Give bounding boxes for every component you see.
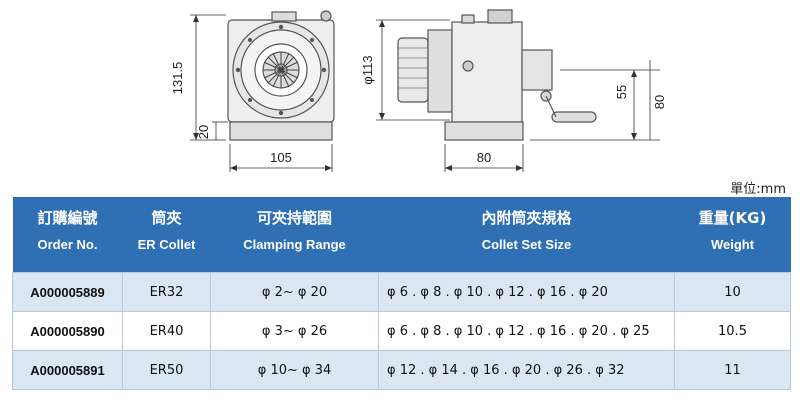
header-range-en: Clamping Range: [210, 237, 379, 273]
table-row: A000005891 ER50 φ 10~ φ 34 φ 12 . φ 14 .…: [12, 350, 791, 390]
set-cell: φ 12 . φ 14 . φ 16 . φ 20 . φ 26 . φ 32: [378, 350, 675, 390]
header-order-en: Order No.: [12, 237, 123, 273]
table-row: A000005890 ER40 φ 3~ φ 26 φ 6 . φ 8 . φ …: [12, 311, 791, 351]
set-cell: φ 6 . φ 8 . φ 10 . φ 12 . φ 16 . φ 20 . …: [378, 311, 675, 351]
range-cell: φ 10~ φ 34: [210, 350, 379, 390]
order-no-cell: A000005891: [12, 350, 123, 390]
technical-drawing: 131.5 20 105: [170, 9, 667, 172]
dim-center-side: 55: [614, 85, 629, 99]
header-row-zh: 訂購編號 筒夾 可夾持範圍 內附筒夾規格 重量(KG): [12, 197, 791, 237]
header-collet-en: ER Collet: [122, 237, 211, 273]
header-row-en: Order No. ER Collet Clamping Range Colle…: [12, 237, 791, 273]
header-set-zh: 內附筒夾規格: [378, 197, 675, 237]
front-view: [227, 10, 335, 141]
dim-width-front: 105: [270, 150, 292, 165]
header-range-zh: 可夾持範圍: [210, 197, 379, 237]
weight-cell: 10.5: [674, 311, 791, 351]
unit-label: 單位:mm: [730, 182, 786, 197]
collet-cell: ER32: [122, 272, 211, 312]
weight-cell: 10: [674, 272, 791, 312]
dim-height-side: 80: [652, 95, 667, 109]
dim-base-front: 20: [196, 125, 211, 139]
range-cell: φ 2~ φ 20: [210, 272, 379, 312]
header-set-en: Collet Set Size: [378, 237, 675, 273]
header-collet-zh: 筒夾: [122, 197, 211, 237]
dim-diameter-side: φ113: [360, 55, 375, 84]
set-cell: φ 6 . φ 8 . φ 10 . φ 12 . φ 16 . φ 20: [378, 272, 675, 312]
spec-table: 訂購編號 筒夾 可夾持範圍 內附筒夾規格 重量(KG) Order No. ER…: [12, 197, 791, 390]
dim-depth-side: 80: [477, 150, 491, 165]
dim-height-front: 131.5: [170, 62, 185, 95]
weight-cell: 11: [674, 350, 791, 390]
header-order-zh: 訂購編號: [12, 197, 123, 237]
collet-cell: ER40: [122, 311, 211, 351]
order-no-cell: A000005889: [12, 272, 123, 312]
collet-cell: ER50: [122, 350, 211, 390]
range-cell: φ 3~ φ 26: [210, 311, 379, 351]
header-weight-zh: 重量(KG): [674, 197, 791, 237]
table-row: A000005889 ER32 φ 2~ φ 20 φ 6 . φ 8 . φ …: [12, 272, 791, 312]
order-no-cell: A000005890: [12, 311, 123, 351]
side-view: [397, 9, 597, 141]
header-weight-en: Weight: [674, 237, 791, 273]
side-dimensions: [376, 19, 660, 172]
